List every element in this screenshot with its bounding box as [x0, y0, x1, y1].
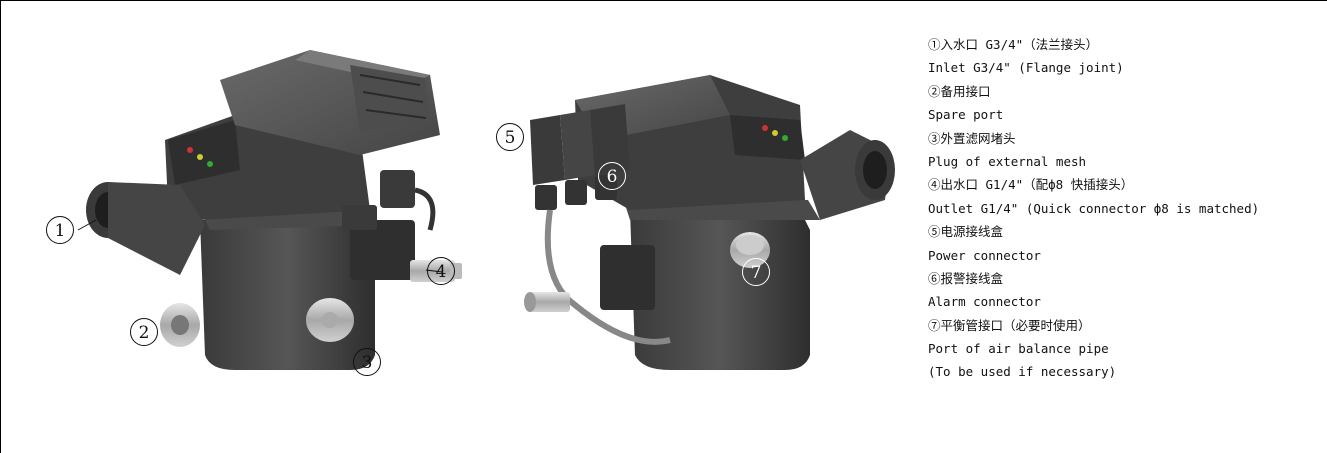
- right-body: [630, 210, 810, 370]
- left-body: [200, 220, 375, 370]
- left-solenoid: [350, 220, 415, 280]
- legend-line-balance-note: (To be used if necessary): [928, 364, 1117, 380]
- legend-line-balance-cn: ⑦平衡管接口（必要时使用）: [928, 317, 1091, 333]
- left-unit: [77, 50, 462, 370]
- legend-line-inlet-en: Inlet G3/4" (Flange joint): [928, 60, 1124, 76]
- callout-2: 2: [130, 318, 158, 346]
- callout-6: 6: [598, 162, 626, 190]
- legend-line-outlet-en: Outlet G1/4" (Quick connector ф8 is matc…: [928, 200, 1260, 216]
- right-unit: [524, 75, 895, 370]
- product-illustration: 1 2 3 4 5 6 7: [30, 20, 900, 440]
- legend-line-outlet-cn: ④出水口 G1/4"（配ф8 快插接头）: [928, 177, 1134, 193]
- legend-line-plug-cn: ③外置滤网堵头: [928, 130, 1016, 146]
- legend-line-spare-en: Spare port: [928, 107, 1004, 123]
- right-tube: [544, 209, 671, 345]
- right-connector-power: [530, 115, 565, 185]
- callout-5-number: 5: [504, 128, 516, 148]
- callout-2-number: 2: [138, 323, 150, 343]
- callout-7: 7: [742, 258, 770, 286]
- callout-4: 4: [427, 257, 455, 285]
- legend-line-alarm-en: Alarm connector: [928, 294, 1041, 310]
- legend-line-alarm-cn: ⑥报警接线盒: [928, 270, 1004, 286]
- callout-3-number: 3: [361, 353, 373, 373]
- callout-6-number: 6: [606, 167, 618, 187]
- callout-5: 5: [496, 123, 524, 151]
- callout-3: 3: [353, 348, 381, 376]
- callout-7-number: 7: [750, 263, 762, 283]
- parts-legend: ①入水口 G3/4"（法兰接头） Inlet G3/4" (Flange joi…: [928, 33, 1318, 384]
- legend-line-plug-en: Plug of external mesh: [928, 153, 1087, 169]
- callout-4-number: 4: [435, 262, 447, 282]
- callout-1-number: 1: [54, 221, 66, 241]
- callout-1: 1: [46, 216, 74, 244]
- legend-line-power-cn: ⑤电源接线盒: [928, 224, 1004, 240]
- right-connector-alarm: [590, 104, 630, 175]
- legend-line-inlet-cn: ①入水口 G3/4"（法兰接头）: [928, 37, 1099, 52]
- drain-valve-drawing: [77, 50, 895, 370]
- legend-line-power-en: Power connector: [928, 247, 1041, 263]
- legend-line-balance-en: Port of air balance pipe: [928, 341, 1109, 357]
- right-solenoid: [600, 245, 655, 310]
- legend-line-spare-cn: ②备用接口: [928, 83, 991, 99]
